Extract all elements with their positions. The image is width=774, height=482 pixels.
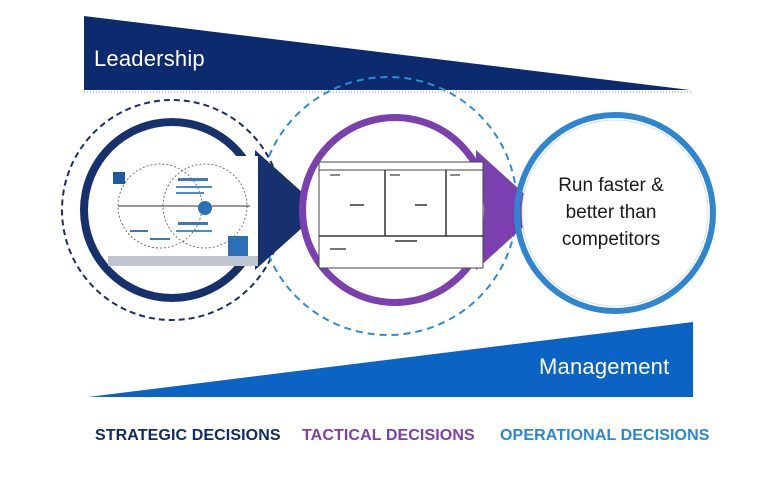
tactical-circle	[299, 114, 542, 306]
tactical-decisions-label: TACTICAL DECISIONS	[302, 427, 475, 444]
leadership-label: Leadership	[94, 46, 205, 71]
leadership-wedge	[84, 16, 690, 90]
tactical-board-thumbnail	[318, 161, 484, 269]
management-wedge	[88, 322, 693, 397]
tactical-arrow-point	[476, 150, 542, 270]
management-label: Management	[539, 354, 670, 379]
operational-circle	[514, 112, 716, 314]
operational-goal-text: Run faster & better than competitors	[558, 175, 664, 250]
operational-decisions-label: OPERATIONAL DECISIONS	[500, 427, 710, 444]
strategic-arrow-point	[255, 150, 322, 270]
strategic-circle	[80, 118, 322, 302]
strategic-decisions-label: STRATEGIC DECISIONS	[95, 427, 281, 444]
strategy-canvas-thumbnail	[108, 156, 258, 266]
